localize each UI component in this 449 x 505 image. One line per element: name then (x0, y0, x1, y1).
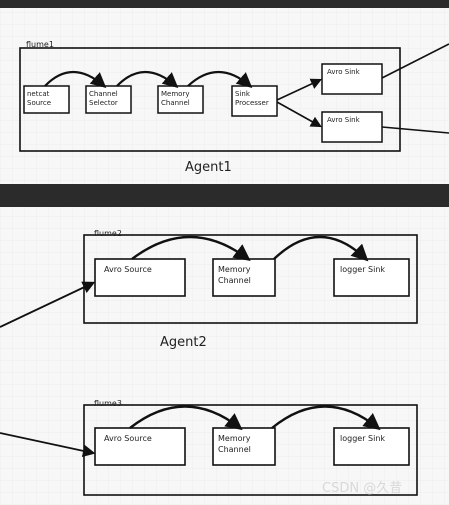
node-sink-processer (231, 85, 278, 117)
agent1-container (19, 47, 401, 152)
svg-text:Avro Sink: Avro Sink (327, 116, 361, 124)
svg-text:logger Sink: logger Sink (340, 434, 385, 443)
agent3-arrows (0, 405, 381, 458)
netcat-label: netcat (27, 90, 50, 98)
agent2-container (83, 234, 418, 324)
svg-text:Avro Sink: Avro Sink (327, 68, 361, 76)
watermark: CSDN @久昔 (322, 481, 402, 496)
agent3-title: flume3 (94, 399, 122, 408)
node-memory-channel-1 (157, 85, 204, 114)
node-netcat-source (23, 85, 70, 114)
agent2-title: flume2 (94, 229, 122, 238)
node-memory-channel-3 (212, 427, 276, 466)
agent2-arrows (0, 235, 369, 328)
agent1-title: flume1 (26, 40, 54, 49)
svg-text:Avro Source: Avro Source (104, 434, 152, 443)
node-channel-selector (85, 85, 132, 114)
node-logger-sink-3 (333, 427, 410, 466)
node-memory-channel-2 (212, 258, 276, 297)
agent2-label: Agent2 (160, 335, 207, 350)
node-avro-source-2 (94, 258, 186, 297)
node-avro-sink-2 (321, 111, 383, 143)
svg-text:logger Sink: logger Sink (340, 265, 385, 274)
agent1-arrows (44, 43, 449, 134)
node-avro-source-3 (94, 427, 186, 466)
node-logger-sink-2 (333, 258, 410, 297)
svg-text:Avro Source: Avro Source (104, 265, 152, 274)
agent1-label: Agent1 (185, 160, 232, 175)
